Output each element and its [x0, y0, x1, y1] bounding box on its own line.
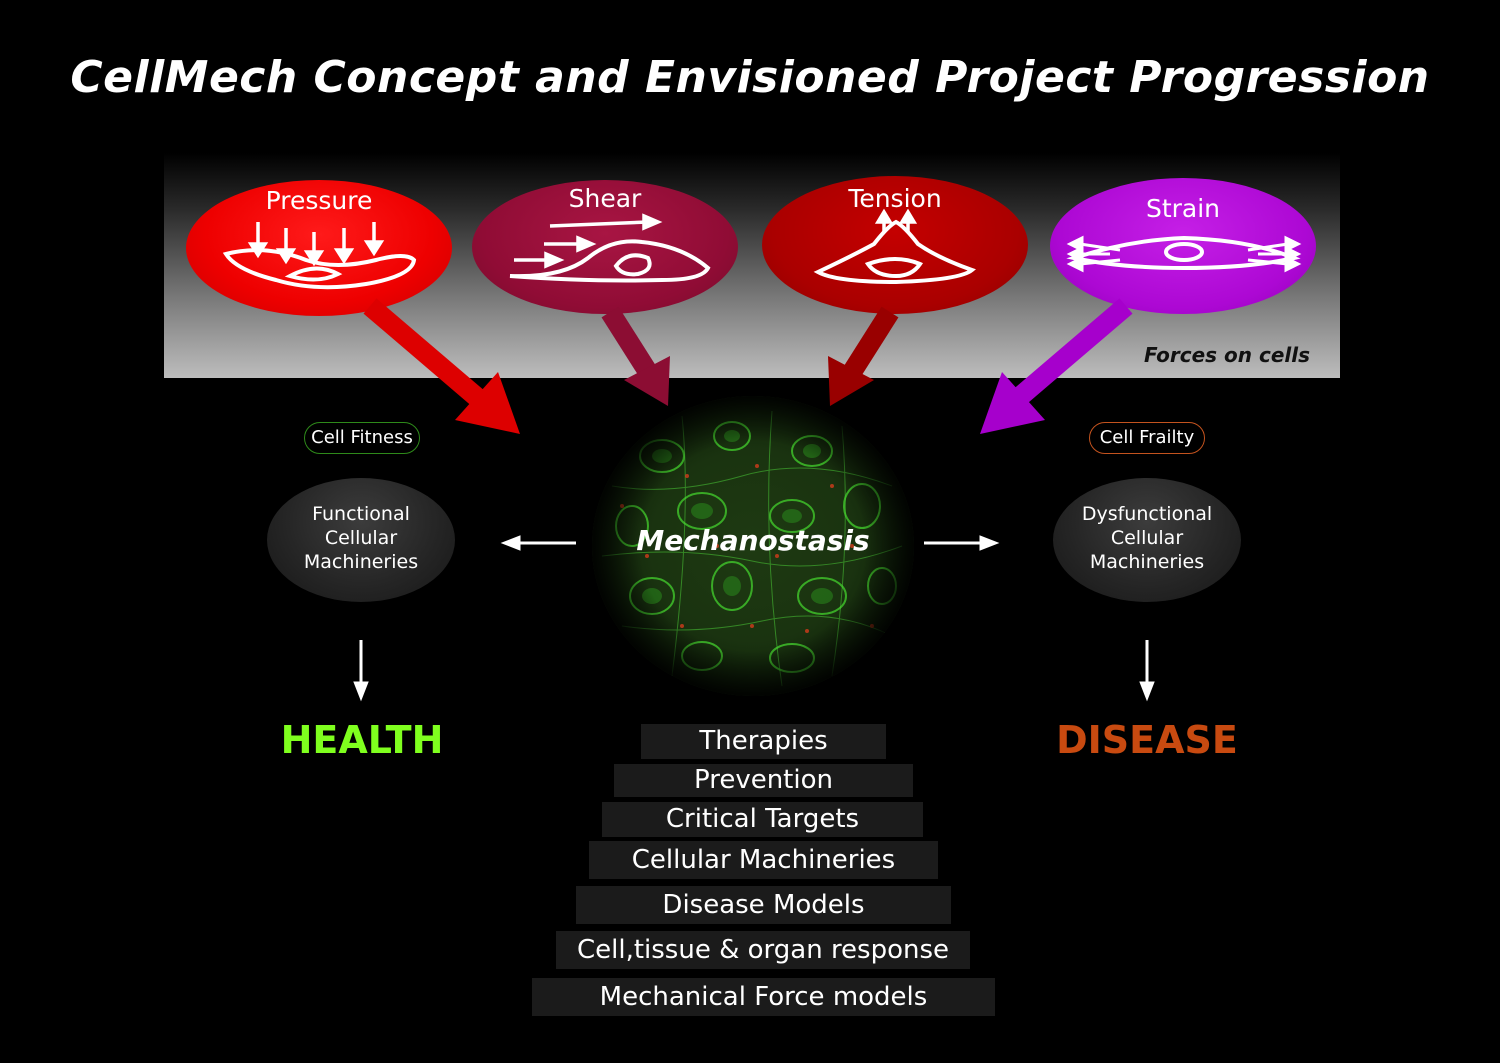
force-label-strain: Strain: [1145, 194, 1221, 223]
functional-machineries: Functional Cellular Machineries: [267, 478, 455, 602]
force-tension: Tension: [762, 176, 1028, 314]
left-arrow: [500, 535, 576, 551]
page-title: CellMech Concept and Envisioned Project …: [70, 52, 1430, 103]
progression-step-therapies: Therapies: [641, 724, 886, 759]
strain-arrow: [980, 298, 1133, 434]
pressure-arrow: [363, 298, 520, 434]
shear-diagram-icon: [509, 213, 711, 283]
cell-fitness-tag: Cell Fitness: [304, 422, 420, 454]
health-down-arrow: [353, 640, 369, 702]
strain-diagram-icon: [1066, 235, 1302, 273]
dysfunctional-line-1: Dysfunctional: [1081, 503, 1213, 525]
disease-down-arrow: [1139, 640, 1155, 702]
right-arrow: [924, 535, 1000, 551]
tension-arrow: [828, 306, 899, 406]
dysfunctional-machineries: Dysfunctional Cellular Machineries: [1053, 478, 1241, 602]
force-label-tension: Tension: [848, 184, 942, 213]
force-shear: Shear: [472, 180, 738, 314]
tension-diagram-icon: [813, 208, 976, 285]
force-pressure: Pressure: [186, 180, 452, 316]
cell-micrograph-image: [592, 396, 914, 696]
progression-step-cellular-machineries: Cellular Machineries: [589, 841, 938, 879]
forces-caption: Forces on cells: [1144, 343, 1310, 367]
force-strain: Strain: [1050, 178, 1316, 314]
shear-arrow: [601, 306, 670, 406]
progression-step-critical-targets: Critical Targets: [602, 802, 923, 837]
functional-line-3: Machineries: [303, 551, 419, 573]
progression-step-response: Cell,tissue & organ response: [556, 931, 970, 969]
force-label-shear: Shear: [568, 184, 642, 213]
force-label-pressure: Pressure: [265, 186, 373, 215]
functional-line-1: Functional: [312, 503, 410, 525]
progression-step-disease-models: Disease Models: [576, 886, 951, 924]
dysfunctional-line-2: Cellular: [1110, 527, 1184, 549]
pressure-diagram-icon: [222, 222, 417, 290]
cell-frailty-tag: Cell Frailty: [1089, 422, 1205, 454]
mechanostasis-sphere: [592, 396, 914, 696]
progression-step-force-models: Mechanical Force models: [532, 978, 995, 1016]
functional-line-2: Cellular: [324, 527, 398, 549]
mechanostasis-label: Mechanostasis: [636, 524, 870, 557]
disease-outcome: DISEASE: [1056, 718, 1238, 762]
progression-step-prevention: Prevention: [614, 764, 913, 797]
dysfunctional-line-3: Machineries: [1089, 551, 1205, 573]
health-outcome: HEALTH: [280, 718, 444, 762]
